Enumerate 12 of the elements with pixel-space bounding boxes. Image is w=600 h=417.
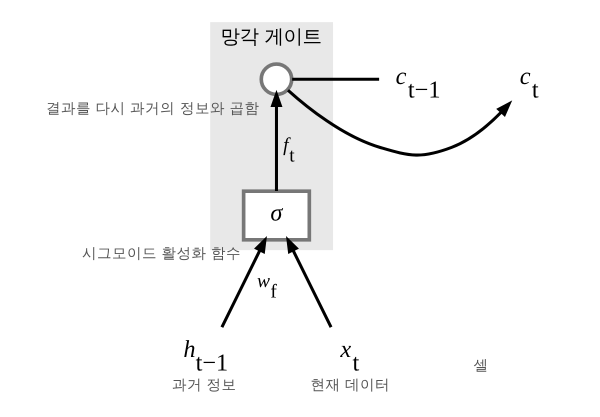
node-label: 결과를 다시 과거의 정보와 곱함 [45,100,259,117]
arrow [286,236,332,328]
arrow [286,89,512,157]
arrow [270,90,282,191]
label: 셀 [473,357,488,374]
node-label: 시그모이드 활성화 함수 [81,245,241,262]
node-label: 과거 정보 [171,376,236,394]
node-box: σ [241,189,311,242]
arrow [220,236,266,328]
connector [292,78,379,81]
node-label: 현재 데이터 [310,376,390,394]
node-circle [258,62,293,96]
